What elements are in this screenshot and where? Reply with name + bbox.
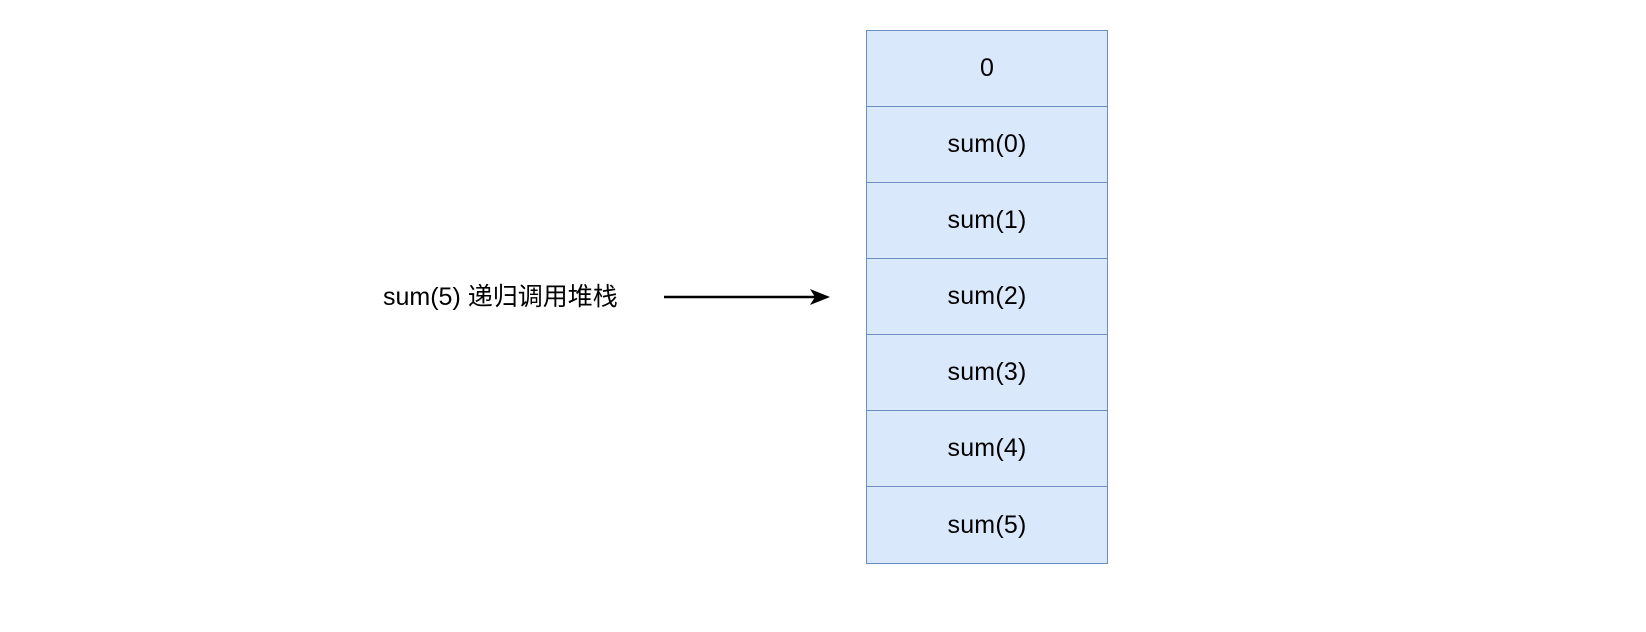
stack-frame-label: sum(4) bbox=[947, 434, 1027, 462]
arrow-right-icon bbox=[663, 289, 830, 305]
stack-annotation: sum(5) 递归调用堆栈 bbox=[383, 277, 830, 317]
stack-frame: sum(5) bbox=[867, 487, 1107, 563]
recursive-call-stack: 0 sum(0) sum(1) sum(2) sum(3) sum(4) sum… bbox=[866, 30, 1108, 564]
stack-frame-label: sum(2) bbox=[947, 282, 1027, 310]
stack-frame-label: sum(5) bbox=[947, 510, 1027, 539]
stack-frame: 0 bbox=[867, 31, 1107, 107]
stack-frame-label: sum(1) bbox=[947, 206, 1027, 234]
stack-frame: sum(1) bbox=[867, 183, 1107, 259]
stack-frame-label: sum(0) bbox=[947, 130, 1027, 158]
annotation-label: sum(5) 递归调用堆栈 bbox=[383, 282, 618, 311]
stack-frame-label: 0 bbox=[979, 54, 995, 82]
stack-frame: sum(3) bbox=[867, 335, 1107, 411]
stack-frame: sum(0) bbox=[867, 107, 1107, 183]
stack-frame-label: sum(3) bbox=[947, 358, 1027, 386]
stack-frame: sum(4) bbox=[867, 411, 1107, 487]
stack-frame: sum(2) bbox=[867, 259, 1107, 335]
